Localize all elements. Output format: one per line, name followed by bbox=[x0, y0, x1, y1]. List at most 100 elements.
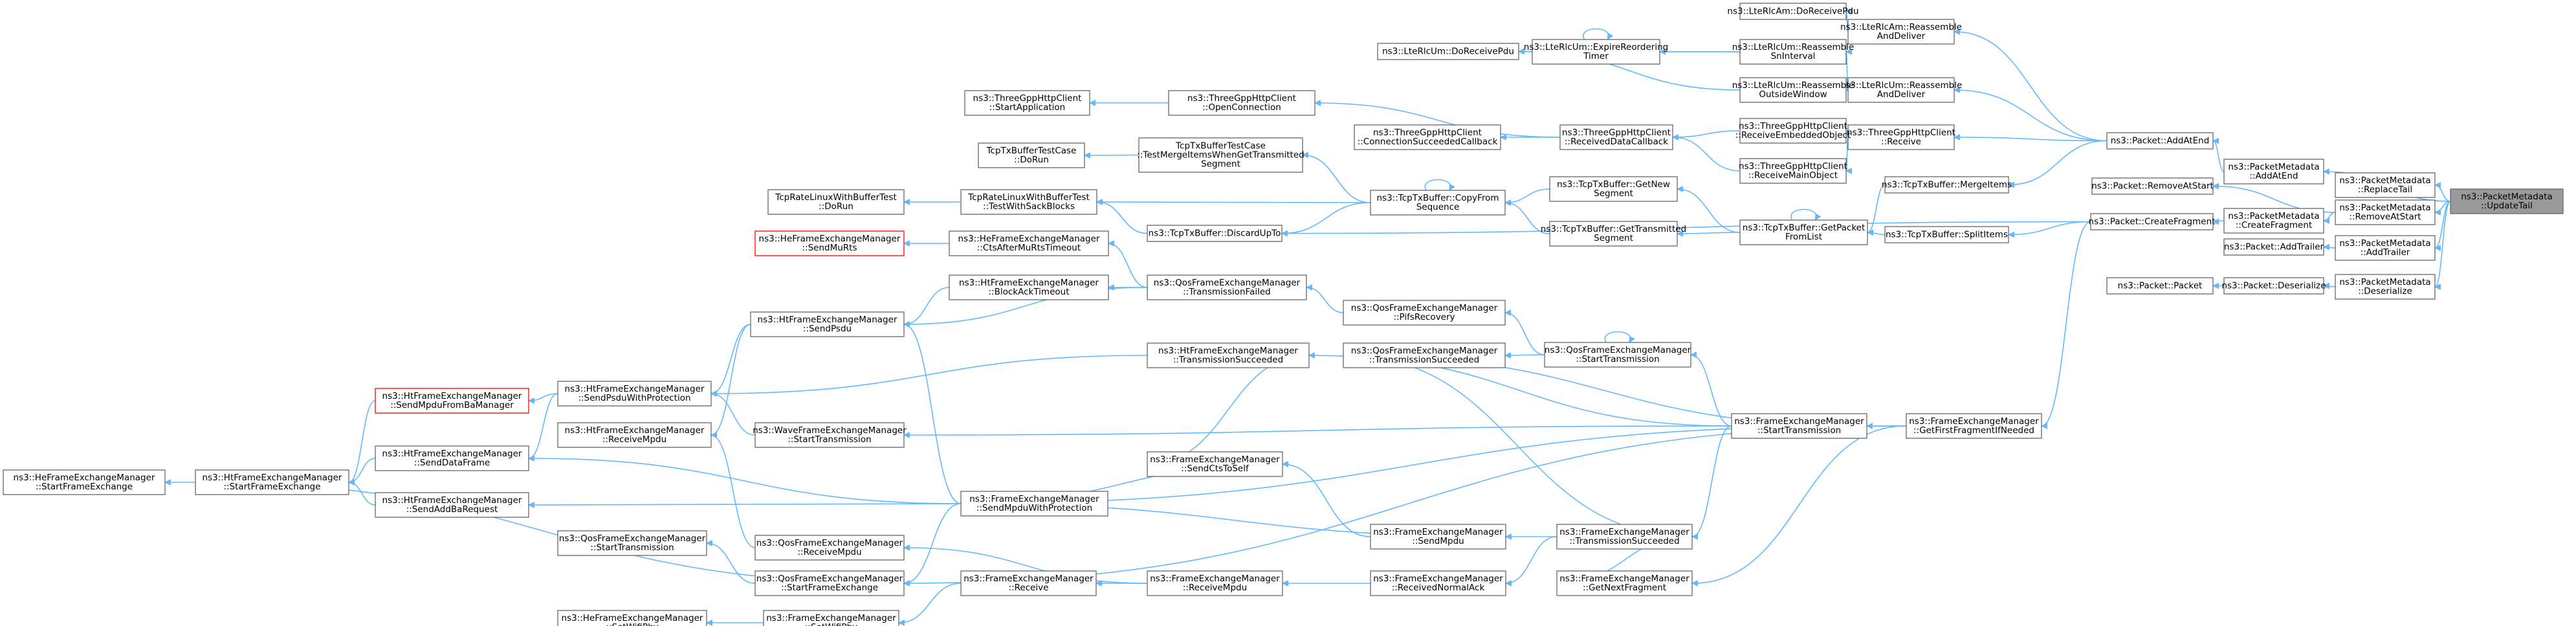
node-box[interactable] bbox=[1147, 570, 1283, 596]
node-box[interactable] bbox=[1343, 342, 1506, 368]
node-tg-receive[interactable]: ns3::ThreeGppHttpClient::Receive bbox=[1847, 124, 1955, 150]
node-box[interactable] bbox=[1559, 124, 1673, 150]
node-fe-send-mpdu-with-protection[interactable]: ns3::FrameExchangeManager::SendMpduWithP… bbox=[960, 491, 1108, 517]
node-box[interactable] bbox=[2335, 235, 2436, 261]
node-box[interactable] bbox=[1168, 90, 1316, 116]
node-box[interactable] bbox=[754, 422, 905, 448]
node-box[interactable] bbox=[1906, 413, 2042, 439]
node-box[interactable] bbox=[960, 570, 1097, 596]
node-box[interactable] bbox=[375, 445, 529, 471]
node-fe-get-next-fragment[interactable]: ns3::FrameExchangeManager::GetNextFragme… bbox=[1556, 570, 1693, 596]
node-box[interactable] bbox=[1739, 158, 1847, 184]
node-ht-receive-mpdu[interactable]: ns3::HtFrameExchangeManager::ReceiveMpdu bbox=[557, 422, 712, 448]
node-tg-received-data-callback[interactable]: ns3::ThreeGppHttpClient::ReceivedDataCal… bbox=[1559, 124, 1673, 150]
node-qos-start-transmission2[interactable]: ns3::QosFrameExchangeManager::StartTrans… bbox=[557, 530, 707, 556]
node-box[interactable] bbox=[2090, 213, 2214, 230]
node-tcp-test-merge-items[interactable]: TcpTxBufferTestCase::TestMergeItemsWhenG… bbox=[1137, 137, 1305, 173]
node-p-add-trailer[interactable]: ns3::Packet::AddTrailer bbox=[2223, 238, 2324, 256]
node-box[interactable] bbox=[754, 570, 905, 596]
node-tcp-discard-up-to[interactable]: ns3::TcpTxBuffer::DiscardUpTo bbox=[1147, 225, 1282, 242]
node-box[interactable] bbox=[1731, 413, 1867, 439]
node-box[interactable] bbox=[949, 274, 1109, 300]
node-box[interactable] bbox=[978, 142, 1085, 168]
node-box[interactable] bbox=[1556, 524, 1693, 550]
node-replace-tail[interactable]: ns3::PacketMetadata::ReplaceTail bbox=[2335, 172, 2436, 198]
node-box[interactable] bbox=[1370, 190, 1506, 216]
node-box[interactable] bbox=[1532, 39, 1660, 65]
node-box[interactable] bbox=[754, 535, 905, 561]
node-lte-um-do-receive-pdu[interactable]: ns3::LteRlcUm::DoReceivePdu bbox=[1377, 43, 1519, 60]
node-fe-received-normal-ack[interactable]: ns3::FrameExchangeManager::ReceivedNorma… bbox=[1370, 570, 1506, 596]
node-p-deserialize[interactable]: ns3::Packet::Deserialize bbox=[2221, 277, 2326, 295]
node-qos-transmission-succeeded[interactable]: ns3::QosFrameExchangeManager::Transmissi… bbox=[1343, 342, 1506, 368]
node-box[interactable] bbox=[557, 381, 712, 407]
node-ht-send-psdu[interactable]: ns3::HtFrameExchangeManager::SendPsdu bbox=[750, 311, 905, 337]
node-tg-start-application[interactable]: ns3::ThreeGppHttpClient::StartApplicatio… bbox=[964, 90, 1090, 116]
node-he-start-frame-exchange[interactable]: ns3::HeFrameExchangeManager::StartFrameE… bbox=[3, 469, 166, 495]
node-box[interactable] bbox=[763, 610, 899, 626]
node-box[interactable] bbox=[375, 388, 529, 414]
node-pm-remove-at-start[interactable]: ns3::PacketMetadata::RemoveAtStart bbox=[2335, 199, 2436, 225]
node-box[interactable] bbox=[1147, 225, 1282, 242]
node-box[interactable] bbox=[2335, 274, 2436, 300]
node-box[interactable] bbox=[949, 230, 1109, 256]
node-ht-send-mpdu-from-ba-manager[interactable]: ns3::HtFrameExchangeManager::SendMpduFro… bbox=[375, 388, 529, 414]
node-tcp-merge-items[interactable]: ns3::TcpTxBuffer::MergeItems bbox=[1882, 176, 2012, 194]
node-box[interactable] bbox=[2106, 132, 2214, 150]
node-box[interactable] bbox=[1549, 176, 1678, 202]
node-fe-receive[interactable]: ns3::FrameExchangeManager::Receive bbox=[960, 570, 1097, 596]
node-pm-create-fragment[interactable]: ns3::PacketMetadata::CreateFragment bbox=[2223, 208, 2324, 234]
node-box[interactable] bbox=[2335, 172, 2436, 198]
node-box[interactable] bbox=[1847, 19, 1955, 45]
node-tcp-split-items[interactable]: ns3::TcpTxBuffer::SplitItems bbox=[1884, 226, 2009, 243]
node-root[interactable]: ns3::PacketMetadata::UpdateTail bbox=[2450, 188, 2564, 214]
node-tg-connection-succeeded[interactable]: ns3::ThreeGppHttpClient::ConnectionSucce… bbox=[1354, 124, 1501, 150]
node-box[interactable] bbox=[195, 469, 349, 495]
node-qos-pifs-recovery[interactable]: ns3::QosFrameExchangeManager::PifsRecove… bbox=[1343, 300, 1506, 326]
node-qos-start-frame-exchange[interactable]: ns3::QosFrameExchangeManager::StartFrame… bbox=[754, 570, 905, 596]
node-box[interactable] bbox=[3, 469, 166, 495]
node-box[interactable] bbox=[1147, 451, 1283, 477]
node-box[interactable] bbox=[1847, 77, 1955, 103]
node-box[interactable] bbox=[1739, 118, 1847, 144]
node-box[interactable] bbox=[2335, 199, 2436, 225]
node-box[interactable] bbox=[1138, 137, 1303, 173]
node-box[interactable] bbox=[557, 610, 707, 626]
node-box[interactable] bbox=[557, 530, 707, 556]
node-tg-receive-embedded[interactable]: ns3::ThreeGppHttpClient::ReceiveEmbedded… bbox=[1735, 118, 1851, 144]
node-he-set-wifi-phy[interactable]: ns3::HeFrameExchangeManager::SetWifiPhy bbox=[557, 610, 707, 626]
node-fe-transmission-succeeded[interactable]: ns3::FrameExchangeManager::TransmissionS… bbox=[1556, 524, 1693, 550]
node-box[interactable] bbox=[1147, 274, 1307, 300]
node-box[interactable] bbox=[754, 230, 905, 256]
node-box[interactable] bbox=[1739, 77, 1847, 103]
node-p-packet[interactable]: ns3::Packet::Packet bbox=[2106, 277, 2214, 295]
node-box[interactable] bbox=[1847, 124, 1955, 150]
node-ht-start-frame-exchange[interactable]: ns3::HtFrameExchangeManager::StartFrameE… bbox=[195, 469, 349, 495]
node-box[interactable] bbox=[1370, 570, 1506, 596]
node-pm-add-trailer[interactable]: ns3::PacketMetadata::AddTrailer bbox=[2335, 235, 2436, 261]
node-box[interactable] bbox=[767, 189, 905, 215]
node-box[interactable] bbox=[2223, 277, 2324, 295]
node-fe-start-transmission[interactable]: ns3::FrameExchangeManager::StartTransmis… bbox=[1731, 413, 1867, 439]
node-box[interactable] bbox=[1739, 219, 1868, 245]
node-box[interactable] bbox=[750, 311, 905, 337]
node-ht-send-psdu-with-protection[interactable]: ns3::HtFrameExchangeManager::SendPsduWit… bbox=[557, 381, 712, 407]
node-qos-start-transmission[interactable]: ns3::QosFrameExchangeManager::StartTrans… bbox=[1544, 342, 1691, 368]
node-qos-transmission-failed[interactable]: ns3::QosFrameExchangeManager::Transmissi… bbox=[1147, 274, 1307, 300]
node-box[interactable] bbox=[1147, 342, 1310, 368]
node-pm-deserialize[interactable]: ns3::PacketMetadata::Deserialize bbox=[2335, 274, 2436, 300]
node-tg-open-connection[interactable]: ns3::ThreeGppHttpClient::OpenConnection bbox=[1168, 90, 1316, 116]
node-pm-add-at-end[interactable]: ns3::PacketMetadata::AddAtEnd bbox=[2223, 159, 2324, 184]
node-box[interactable] bbox=[1739, 39, 1847, 65]
node-box[interactable] bbox=[2106, 277, 2214, 295]
node-wave-start-transmission[interactable]: ns3::WaveFrameExchangeManager::StartTran… bbox=[753, 422, 907, 448]
node-box[interactable] bbox=[1343, 300, 1506, 326]
node-box[interactable] bbox=[1544, 342, 1691, 368]
